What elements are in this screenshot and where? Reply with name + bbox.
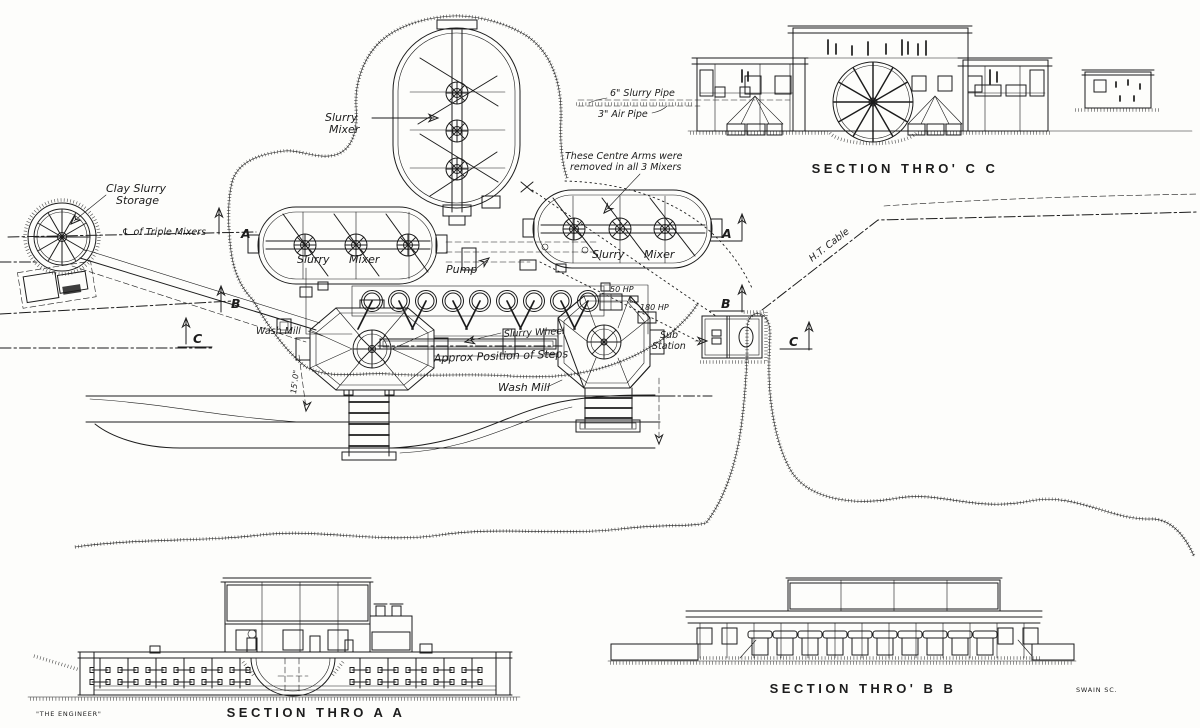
wash-mill-left [295,299,449,391]
marker-b-right: B [721,296,731,311]
marker-c-left: C [193,331,203,346]
label-pump: Pump [446,263,477,276]
railway-tracks [85,377,713,454]
engineer-credit: "THE ENGINEER" [36,710,102,718]
label-slurry-pipe: 6" Slurry Pipe [610,88,675,99]
section-bb-title: SECTION THRO' B B [770,681,957,696]
section-aa-title: SECTION THRO A A [227,705,406,720]
label-centre-arms-2: removed in all 3 Mixers [570,162,681,173]
section-cc: 6" Slurry Pipe 3" Air Pipe SECTION THRO'… [576,25,1193,176]
label-slurry-mixer-top-2: Mixer [329,123,361,136]
engraver-credit: SWAIN SC. [1076,686,1117,694]
label-180hp: 180 HP [640,303,669,312]
label-centre-arms-1: These Centre Arms were [565,151,683,162]
sub-station [700,310,768,364]
slurry-mixer-left [247,206,448,285]
marker-b-left: B [231,296,241,311]
elevator-left [341,389,397,461]
slurry-mixer-vertical [392,19,534,226]
section-markers: A A B B C C [177,207,814,351]
x-mark [520,181,534,193]
slurry-wheel-channel [298,328,563,412]
plan-labels: Slurry Mixer Clay Slurry Storage ℄ of Tr… [67,111,852,395]
slurry-mixer-right [522,189,723,269]
marker-a-right: A [721,226,732,241]
tank-row [357,290,599,330]
section-bb: SECTION THRO' B B SWAIN SC. [607,577,1117,696]
elevator-right [575,387,641,433]
section-aa: SECTION THRO A A "THE ENGINEER" [27,577,521,720]
label-clay-storage-2: Storage [116,194,159,207]
label-clay-storage-1: Clay Slurry [106,182,167,195]
label-sub-station-1: Sub [660,330,678,341]
marker-a-left: A [240,226,251,241]
pipe-cable-routes [531,180,1199,343]
label-steps-note: Approx Position of Steps [433,347,569,365]
label-slurry-wheel: Slurry Wheel [504,326,566,340]
label-sub-station-2: Station [652,341,686,352]
label-slurry-mixer-top-1: Slurry [325,111,358,124]
mixer-house-floor [276,195,657,335]
label-triple-mixers-centerline: ℄ of Triple Mixers [122,227,206,238]
label-wash-mill-lower: Wash Mill [498,381,550,394]
clay-slurry-storage [0,198,321,349]
label-wash-mill-left: Wash Mill [256,326,301,337]
marker-c-right: C [789,334,799,349]
label-mixer-right: Slurry Mixer [592,248,676,261]
excavation-boundaries [74,14,1196,557]
storage-outbuilding [17,260,97,309]
label-50hp: 50 HP [610,285,634,294]
label-dim-15ft: 15'.0" [289,370,301,395]
label-mixer-left: Slurry Mixer [297,253,381,266]
section-cc-title: SECTION THRO' C C [812,161,999,176]
wash-mill-right [543,295,665,389]
label-air-pipe: 3" Air Pipe [598,109,648,120]
